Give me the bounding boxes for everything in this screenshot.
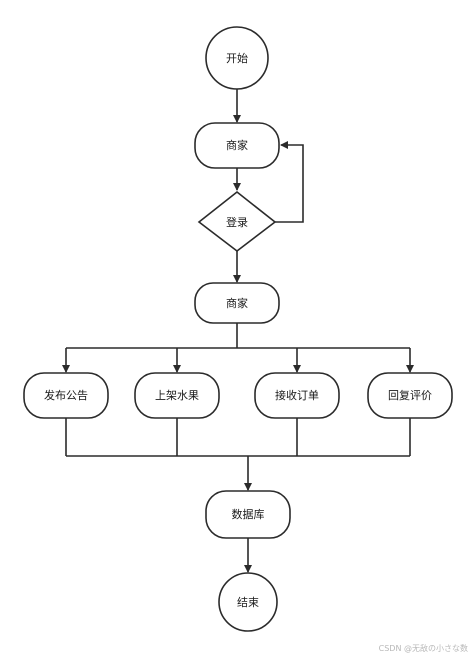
node-start-shape [205,26,269,90]
node-login-label: 登录 [226,215,248,229]
node-merchant-label: 商家 [226,296,248,310]
flowchart-edges [62,89,414,573]
node-list-fruit-shape [134,372,220,419]
node-reply-review-shape [367,372,453,419]
node-merchant-top-label: 商家 [226,138,248,152]
edge-login-loop-back [275,141,304,223]
node-database: 数据库 [205,490,291,539]
node-receive-order-shape [254,372,340,419]
node-publish-notice-shape [23,372,109,419]
node-start-label: 开始 [226,51,248,65]
node-publish-notice: 发布公告 [23,372,109,419]
node-end-label: 结束 [237,596,259,609]
node-list-fruit-label: 上架水果 [155,389,199,402]
node-reply-review: 回复评价 [367,372,453,419]
node-list-fruit: 上架水果 [134,372,220,419]
node-publish-notice-label: 发布公告 [44,388,88,402]
node-receive-order-label: 接收订单 [275,388,319,402]
node-login-shape [197,190,277,253]
node-database-shape [205,490,291,539]
node-database-label: 数据库 [232,507,265,521]
watermark-text: CSDN @无敌の小さな数 [378,644,468,653]
node-merchant-top-shape [194,122,280,169]
node-end-shape [218,572,278,632]
node-login: 登录 [197,190,277,253]
node-receive-order: 接收订单 [254,372,340,419]
node-start: 开始 [205,26,269,90]
node-end: 结束 [218,572,278,632]
node-reply-review-label: 回复评价 [388,388,432,402]
node-merchant-top: 商家 [194,122,280,169]
node-merchant-shape [194,282,280,324]
node-merchant: 商家 [194,282,280,324]
